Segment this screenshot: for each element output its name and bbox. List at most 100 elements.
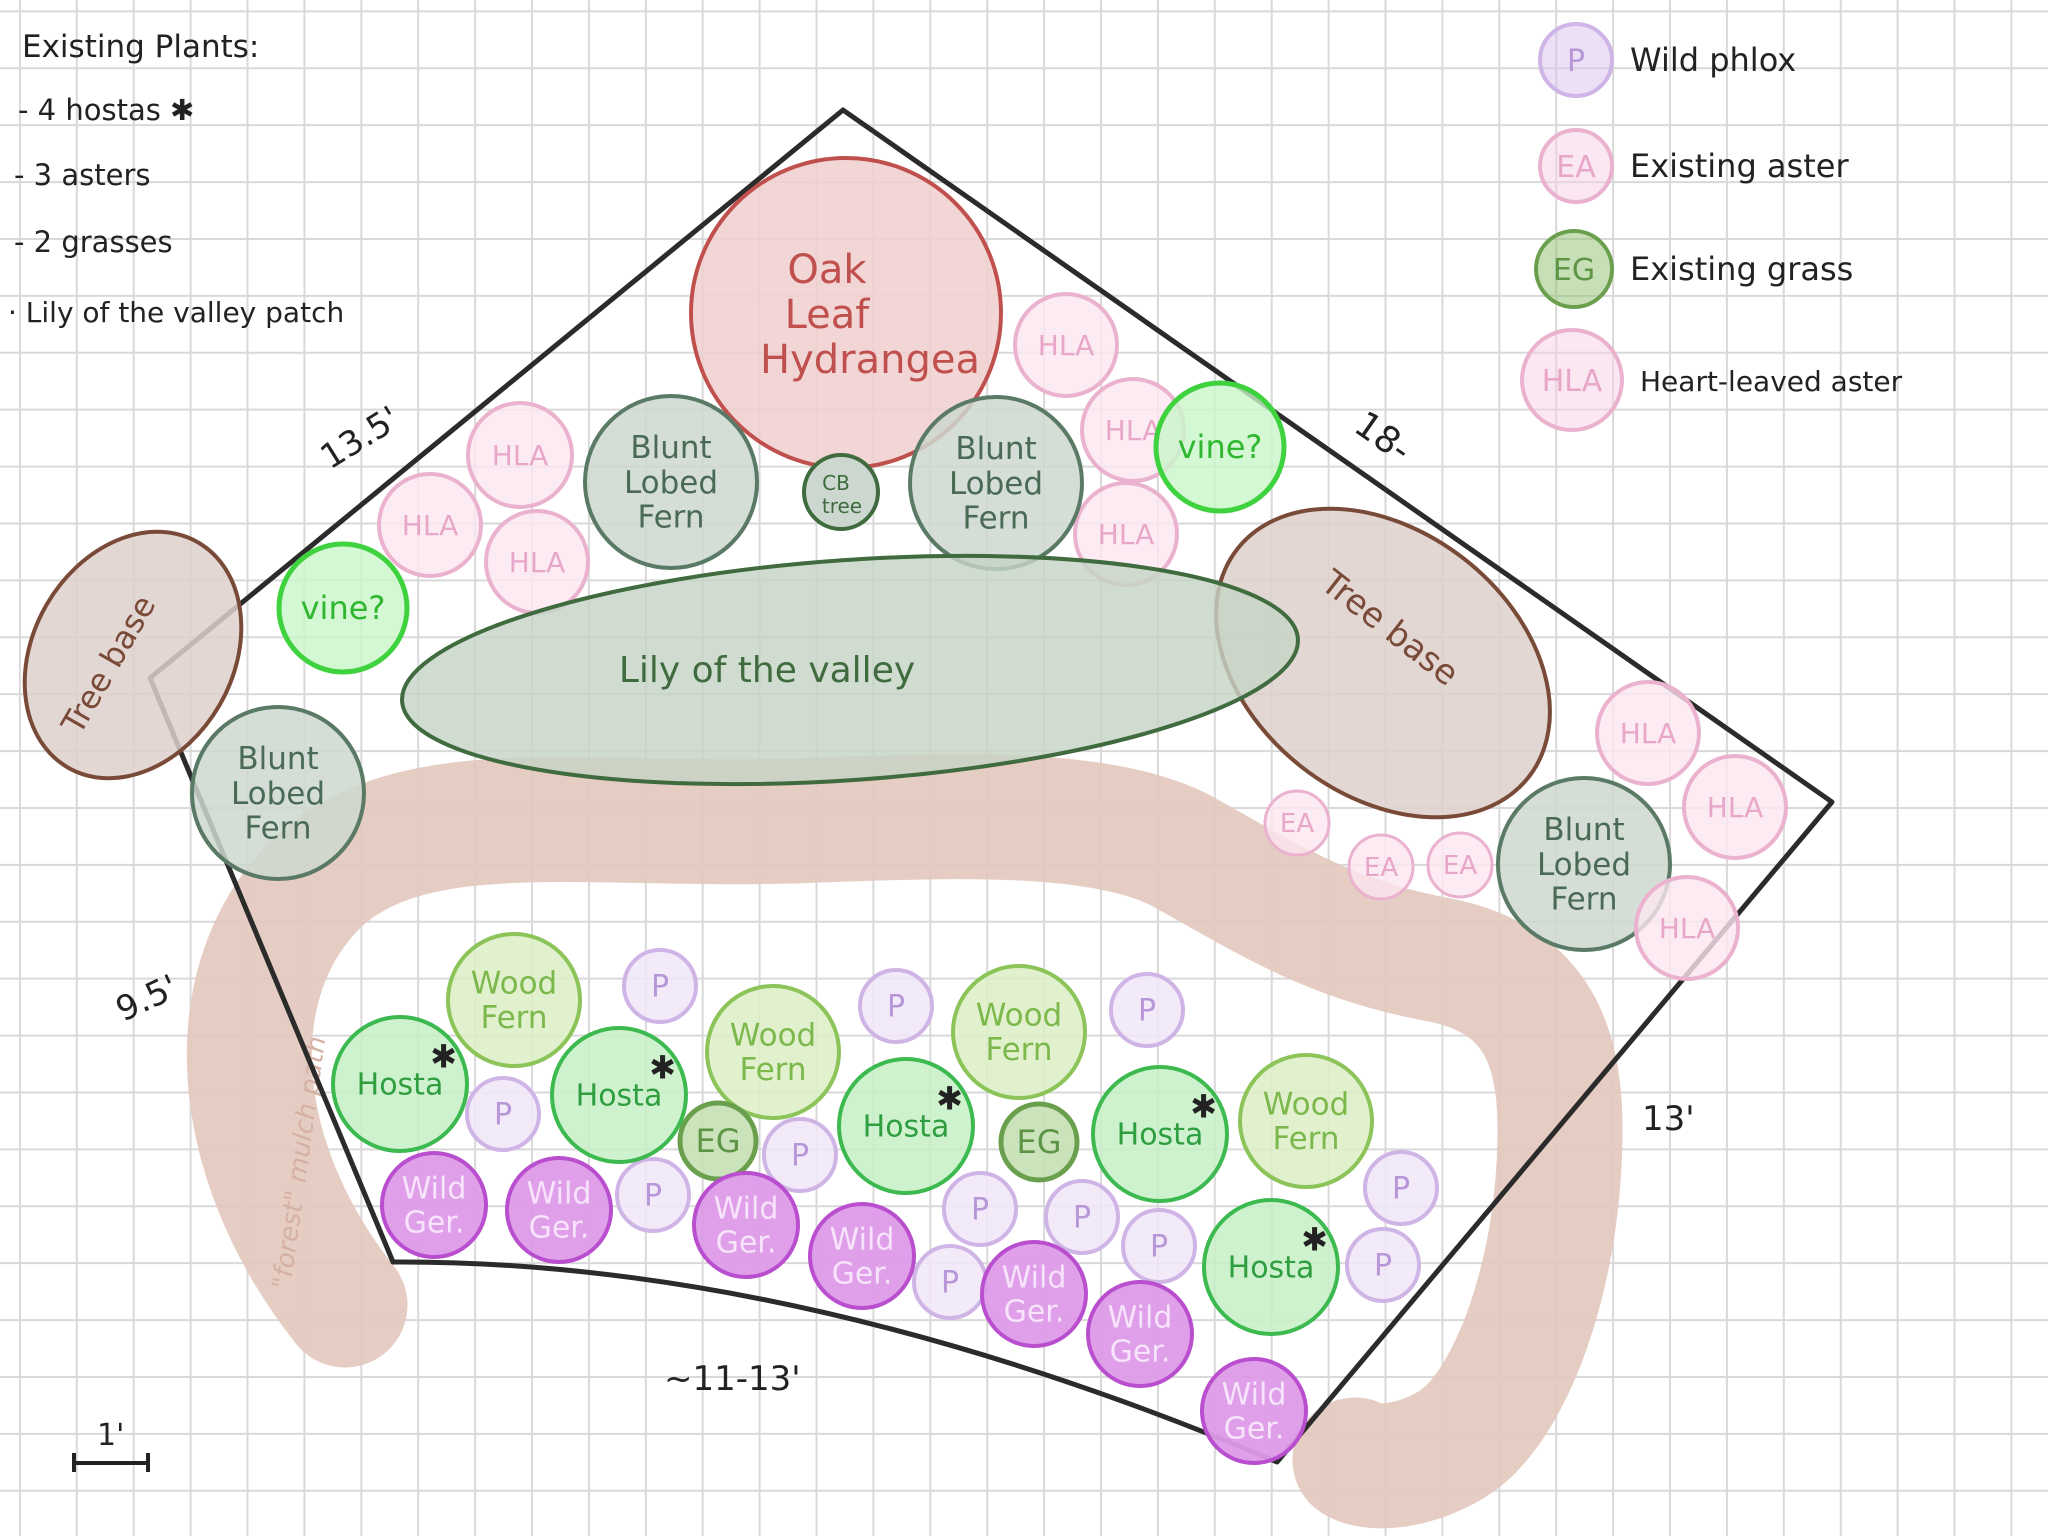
- mulch-path: [186, 754, 1623, 1529]
- hla-label: HLA: [1707, 791, 1763, 824]
- eg-plant-2: EG: [998, 1101, 1080, 1183]
- ger-label: Wild: [527, 1177, 592, 1212]
- hosta-plant-1: Hosta✱: [331, 1015, 469, 1153]
- fern-label: Blunt: [630, 430, 711, 466]
- p-plant-1: P: [622, 948, 698, 1024]
- scale-label: 1': [97, 1418, 124, 1453]
- cb-tree: CB tree: [802, 453, 880, 531]
- p-plant-2: P: [858, 968, 934, 1044]
- legend-label: Heart-leaved aster: [1640, 365, 1903, 398]
- fern-label: Fern: [244, 811, 311, 847]
- ger-label: Wild: [1108, 1301, 1173, 1336]
- lily-label: Lily of the valley: [619, 650, 915, 691]
- ea-label: EA: [1280, 809, 1314, 839]
- fern-label: Blunt: [955, 431, 1036, 467]
- ger-label: Wild: [714, 1192, 779, 1227]
- hla-label: HLA: [402, 509, 458, 542]
- p-label: P: [644, 1179, 662, 1214]
- hosta-plant-3: Hosta✱: [837, 1057, 975, 1195]
- ger-label: Ger.: [716, 1225, 777, 1260]
- ger-label: Ger.: [404, 1205, 465, 1240]
- p-label: P: [1150, 1230, 1168, 1265]
- hydrangea-line-3: Hydrangea: [760, 337, 980, 383]
- p-plant-4: P: [465, 1076, 541, 1152]
- p-plant-5: P: [762, 1117, 838, 1193]
- hosta-label: Hosta: [1117, 1118, 1204, 1153]
- p-plant-7: P: [942, 1171, 1018, 1247]
- ger-label: Ger.: [1224, 1411, 1285, 1446]
- ea-plant-2: EA: [1347, 833, 1415, 901]
- hosta-label: Hosta: [576, 1079, 663, 1114]
- cb-tree-line-1: CB: [822, 471, 850, 495]
- hla-label: HLA: [509, 546, 565, 579]
- fern-label: Fern: [637, 500, 704, 536]
- legend-symbol: P: [1567, 44, 1585, 79]
- wood-label: Fern: [1272, 1121, 1339, 1157]
- p-plant-9: P: [1121, 1208, 1197, 1284]
- notes-item-grasses: - 2 grasses: [14, 225, 173, 259]
- ger-label: Ger.: [1004, 1294, 1065, 1329]
- ger-label: Wild: [1002, 1261, 1067, 1296]
- scale-bar: [72, 1453, 150, 1472]
- fern-label: Fern: [962, 501, 1029, 537]
- dimension-top-right: 18-: [1347, 404, 1419, 471]
- vine-label: vine?: [1178, 428, 1263, 466]
- cb-tree-line-2: tree: [822, 494, 862, 518]
- ger-label: Ger.: [832, 1256, 893, 1291]
- wood-label: Wood: [976, 997, 1062, 1033]
- hla-label: HLA: [1620, 717, 1676, 750]
- p-label: P: [887, 990, 905, 1025]
- existing-marker-icon: ✱: [1190, 1087, 1217, 1125]
- p-plant-11: P: [1363, 1150, 1439, 1226]
- eg-label: EG: [1016, 1123, 1061, 1161]
- wood-label: Fern: [480, 1000, 547, 1036]
- legend-label: Existing grass: [1630, 250, 1853, 288]
- fern-label: Blunt: [1543, 812, 1624, 848]
- hosta-plant-5: Hosta✱: [1202, 1198, 1340, 1336]
- fern-label: Lobed: [949, 466, 1043, 502]
- p-plant-3: P: [1109, 972, 1185, 1048]
- existing-marker-icon: ✱: [649, 1048, 676, 1086]
- eg-plant-1: EG: [677, 1100, 759, 1182]
- hosta-plant-2: Hosta✱: [550, 1026, 688, 1164]
- ger-label: Wild: [830, 1223, 895, 1258]
- hosta-label: Hosta: [1228, 1251, 1315, 1286]
- p-label: P: [1374, 1249, 1392, 1284]
- dimension-right: 13': [1642, 1099, 1695, 1139]
- fern-label: Fern: [1550, 882, 1617, 918]
- dimension-bottom: ~11-13': [664, 1359, 801, 1399]
- vine-plant-2: vine?: [276, 541, 410, 675]
- vine-label: vine?: [301, 589, 386, 627]
- notes-item-hostas: - 4 hostas ✱: [18, 93, 194, 127]
- wood-label: Fern: [739, 1052, 806, 1088]
- tree-base-left: Tree base: [22, 529, 244, 781]
- wood-label: Fern: [985, 1032, 1052, 1068]
- ea-plant-3: EA: [1426, 831, 1494, 899]
- hla-plant-4: HLA: [466, 401, 574, 509]
- p-label: P: [1392, 1172, 1410, 1207]
- p-plant-8: P: [1044, 1179, 1120, 1255]
- hla-label: HLA: [1659, 912, 1715, 945]
- fern-label: Lobed: [231, 776, 325, 812]
- hla-plant-1: HLA: [1013, 292, 1119, 398]
- existing-marker-icon: ✱: [936, 1079, 963, 1117]
- p-label: P: [971, 1193, 989, 1228]
- vine-plant-1: vine?: [1153, 380, 1287, 514]
- plants-back-layer: HLAHLAHLAHLAHLAHLABluntLobedFernBluntLob…: [276, 292, 1287, 675]
